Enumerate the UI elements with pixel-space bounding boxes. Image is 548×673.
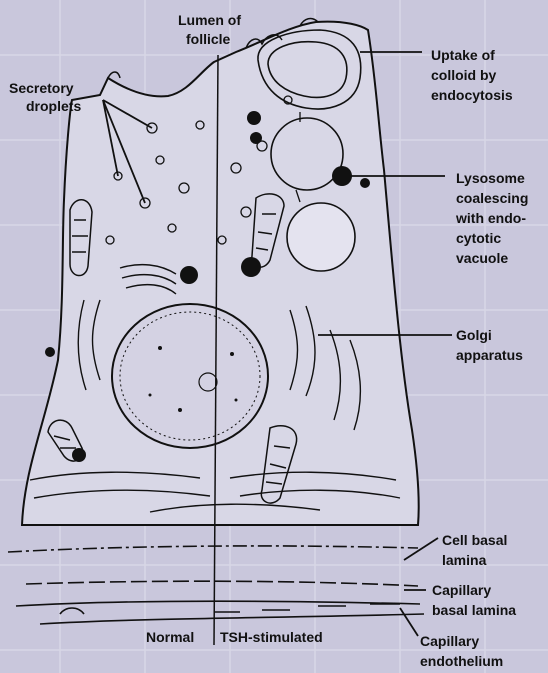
label-cell-basal-line2: lamina [442, 552, 487, 568]
label-capillary-basal-line2: basal lamina [432, 602, 516, 618]
label-lysosome-line5: vacuole [456, 250, 508, 266]
label-lysosome-line1: Lysosome [456, 170, 525, 186]
label-uptake-line2: colloid by [431, 67, 497, 83]
label-capillary-endo-line2: endothelium [420, 653, 503, 669]
label-cell-basal-line1: Cell basal [442, 532, 507, 548]
label-lysosome-line3: with endo- [455, 210, 526, 226]
label-lysosome-line2: coalescing [456, 190, 528, 206]
label-tsh-stimulated: TSH-stimulated [220, 629, 323, 645]
label-lumen-line1: Lumen of [178, 12, 241, 28]
label-uptake-line3: endocytosis [431, 87, 513, 103]
endocytotic-vacuole-2 [287, 203, 355, 271]
label-golgi-line1: Golgi [456, 327, 492, 343]
capillary-endothelium [16, 601, 424, 624]
label-normal: Normal [146, 629, 194, 645]
label-lumen-line2: follicle [186, 31, 231, 47]
label-golgi-line2: apparatus [456, 347, 523, 363]
label-uptake-line1: Uptake of [431, 47, 495, 63]
capillary-basal-lamina [26, 581, 418, 586]
label-capillary-endo-line1: Capillary [420, 633, 479, 649]
label-secretory-line1: Secretory [9, 80, 74, 96]
nucleus [112, 304, 268, 448]
label-capillary-basal-line1: Capillary [432, 582, 491, 598]
label-lysosome-line4: cytotic [456, 230, 501, 246]
label-secretory-line2: droplets [26, 98, 81, 114]
cell-basal-lamina [8, 546, 418, 552]
